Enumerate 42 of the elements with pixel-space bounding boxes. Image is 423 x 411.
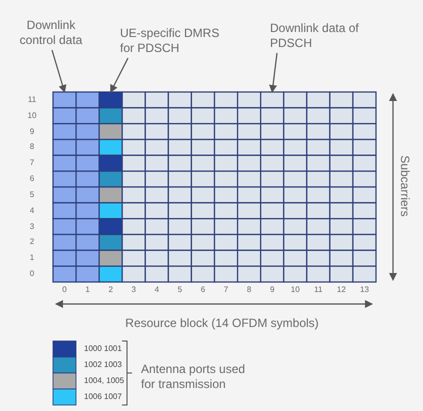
leader-line	[51, 50, 66, 93]
axis-tick-label: 11	[26, 94, 38, 105]
resource-element-cell	[98, 91, 123, 108]
resource-element-cell	[260, 91, 284, 108]
legend-caption: Antenna ports used for transmission	[141, 362, 246, 392]
axis-tick-label: 9	[268, 285, 276, 295]
axis-tick-label: 1	[28, 253, 36, 264]
leader-line	[269, 52, 278, 93]
axis-tick-label: 2	[28, 237, 36, 248]
axis-tick-label: 4	[154, 285, 160, 295]
annotation-text: Downlink data of PDSCH	[270, 21, 370, 51]
axis-tick-label: 6	[200, 285, 206, 295]
annotation-text: UE-specific DMRS for PDSCH	[120, 26, 232, 56]
axis-tick-label: 7	[222, 285, 230, 295]
axis-tick-label: 2	[107, 285, 114, 295]
axis-tick-label: 12	[336, 285, 347, 295]
legend-label: 1006 1007	[84, 392, 122, 402]
legend-label: 1000 1001	[84, 344, 122, 354]
axis-tick-label: 8	[246, 285, 252, 295]
axis-tick-label: 5	[28, 190, 36, 200]
legend-label: 1004, 1005	[84, 376, 124, 386]
axis-tick-label: 3	[28, 222, 36, 232]
axis-tick-label: 13	[359, 285, 370, 295]
axis-tick-label: 3	[130, 285, 137, 295]
axis-tick-label: 4	[28, 206, 36, 216]
axis-tick-label: 6	[28, 174, 36, 184]
axis-tick-label: 8	[28, 142, 36, 152]
axis-tick-label: 10	[290, 285, 301, 295]
axis-tick-label: 11	[313, 285, 324, 295]
axis-tick-label: 9	[28, 126, 36, 137]
axis-tick-label: 0	[61, 285, 68, 295]
legend-label: 1002 1003	[84, 360, 122, 370]
axis-tick-label: 7	[28, 158, 36, 168]
annotation-text: Downlink control data	[14, 18, 88, 48]
resource-element-cell	[52, 91, 77, 108]
axis-title: Subcarriers	[398, 154, 412, 219]
axis-tick-label: 1	[84, 285, 91, 295]
axis-tick-label: 10	[26, 110, 38, 121]
axis-tick-label: 5	[176, 285, 184, 295]
axis-tick-label: 0	[28, 269, 36, 280]
axis-title: Resource block (14 OFDM symbols)	[124, 316, 320, 330]
leader-line	[110, 58, 129, 93]
